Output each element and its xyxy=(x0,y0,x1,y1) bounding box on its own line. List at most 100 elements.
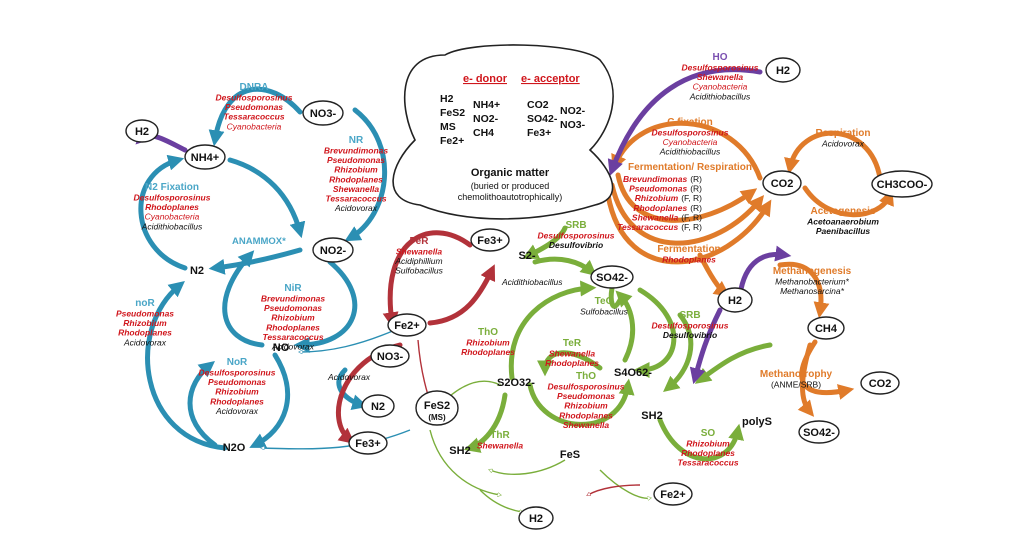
node-label: SH2 xyxy=(641,410,662,422)
genus-name: Tessaracoccus xyxy=(325,194,386,204)
arrow-hollow-fe2b xyxy=(588,484,641,495)
process-title: Respiration xyxy=(815,128,870,139)
node-fe3-mid: Fe3+ xyxy=(470,228,510,252)
process-cfix: C fixationDesulfosporosinusCyanobacteria… xyxy=(652,117,729,157)
genus-name: Acidithiobacillus xyxy=(689,91,751,101)
genus-name: Acidithiobacillus xyxy=(141,221,203,231)
list-item: MS xyxy=(440,121,456,133)
list-item: NH4+ xyxy=(473,99,500,111)
node-label: CO2 xyxy=(869,378,892,390)
genus-row: Tessaracoccus(F, R) xyxy=(617,222,702,232)
process-ho: HODesulfosporosinusShewanellaCyanobacter… xyxy=(682,52,759,101)
arrow-hollow-fes-1 xyxy=(490,459,566,475)
arrow-anammox xyxy=(208,247,303,275)
arrow-hollow-h2 xyxy=(479,489,522,512)
node-fe2: Fe2+ xyxy=(387,313,427,337)
arrow-nir xyxy=(293,259,358,353)
genus-name: Pseudomonas xyxy=(208,377,266,387)
genus-acidithiobacillus-mid: Acidithiobacillus xyxy=(501,277,563,287)
node-h2-right: H2 xyxy=(717,287,753,313)
node-sh2-left: SH2 xyxy=(449,445,470,457)
process-title: noR xyxy=(135,298,155,309)
genus-row: Rhodoplanes(R) xyxy=(633,203,702,213)
genus-name: Shewanella xyxy=(333,184,380,194)
node-s4o6: S4O62- xyxy=(614,367,652,379)
node-fe3-bottom: Fe3+ xyxy=(348,431,388,455)
process-subtitle: (ANME/SRB) xyxy=(771,380,821,390)
genus-name: Shewanella xyxy=(549,349,596,359)
process-title: Acetogenesis xyxy=(810,206,875,217)
arrow-hollow-fes-2 xyxy=(599,469,650,498)
nitrogen-hollow-arrows xyxy=(262,329,411,449)
node-oval xyxy=(470,228,510,252)
node-label: SO42- xyxy=(596,272,628,284)
process-title: N2 Fixation xyxy=(145,182,199,193)
node-label: SO42- xyxy=(803,427,835,439)
arrow-srb-right xyxy=(663,312,694,393)
process-methanotrophy: Methanotrophy(ANME/SRB) xyxy=(760,369,833,390)
process-title: ThO xyxy=(478,327,498,338)
node-label: N2 xyxy=(371,401,385,413)
process-tho-center: ThODesulfosporosinusPseudomonasRhizobium… xyxy=(548,371,625,430)
arrow-ho xyxy=(607,67,763,176)
node-n2: N2 xyxy=(190,265,204,277)
list-item: CO2 xyxy=(527,99,549,111)
genus-name: Cyanobacteria xyxy=(663,137,718,147)
arrow-no-left xyxy=(222,250,265,348)
genus-name: Tessaracoccus xyxy=(223,112,284,122)
genus-name: Pseudomonas xyxy=(225,102,283,112)
arrow-tho-left xyxy=(508,280,597,381)
node-label: Fe3+ xyxy=(355,438,380,450)
node-oval xyxy=(312,237,354,263)
list-item: Fe3+ xyxy=(527,127,551,139)
list-item: Fe2+ xyxy=(440,135,464,147)
node-co2-right: CO2 xyxy=(860,371,900,395)
cloud-shape xyxy=(392,44,614,220)
process-title: Fermentation xyxy=(657,244,720,255)
node-label: NO2- xyxy=(320,245,347,257)
process-title: SO xyxy=(701,428,716,439)
node-oval xyxy=(798,420,840,444)
genus-row: Rhizobium(F, R) xyxy=(635,193,702,203)
genus-name: Rhizobium xyxy=(564,401,608,411)
arrow-ferm-resp-2 xyxy=(609,182,765,246)
arrow-nor-low xyxy=(145,280,228,451)
process-title: NiR xyxy=(284,283,302,294)
process-title: Methanogenesis xyxy=(773,266,852,277)
node-s2o3: S2O32- xyxy=(497,377,535,389)
node-label: H2 xyxy=(776,65,790,77)
list-item: CH4 xyxy=(473,127,494,139)
genus-name: Rhodoplanes xyxy=(210,396,264,406)
genus-name: Rhodoplanes xyxy=(545,358,599,368)
genus-name: Rhodoplanes xyxy=(681,448,735,458)
arrow-n2fix xyxy=(138,154,188,271)
process-labels: DNRADesulfosporosinusPseudomonasTessarac… xyxy=(116,52,879,468)
node-oval xyxy=(871,170,933,198)
arrow-ferm-resp-1 xyxy=(615,172,758,223)
process-nir: NiRBrevundimonasPseudomonasRhizobiumRhod… xyxy=(261,283,326,352)
genus-name: Acidovorax xyxy=(821,139,865,149)
genus-name: Rhodoplanes xyxy=(145,202,199,212)
node-fes2: FeS2(MS) xyxy=(415,390,459,426)
node-label: S2O32- xyxy=(497,377,535,389)
arrow-acetogenesis xyxy=(802,185,894,218)
genus-name: Desulfosporosinus xyxy=(548,382,625,392)
process-title: DNRA xyxy=(240,82,269,93)
genus-name: Rhodoplanes xyxy=(266,322,320,332)
genus-name: Brevundimonas xyxy=(261,294,326,304)
arrow-cfix xyxy=(611,120,763,181)
process-nor-low: noRPseudomonasRhizobiumRhodoplanesAcidov… xyxy=(116,298,174,347)
process-methanogenesis: MethanogenesisMethanobacterium*Methanosa… xyxy=(773,266,852,296)
node-h2-topleft: H2 xyxy=(125,119,159,143)
genus-name: Shewanella xyxy=(563,420,610,430)
acceptor-list-2: NO2-NO3- xyxy=(560,105,586,131)
list-item: SO42- xyxy=(527,113,558,125)
arrow-nr xyxy=(344,107,388,242)
node-oval xyxy=(807,316,845,340)
node-sublabel: (MS) xyxy=(428,413,446,422)
genus-name: Acidovorax xyxy=(123,337,167,347)
